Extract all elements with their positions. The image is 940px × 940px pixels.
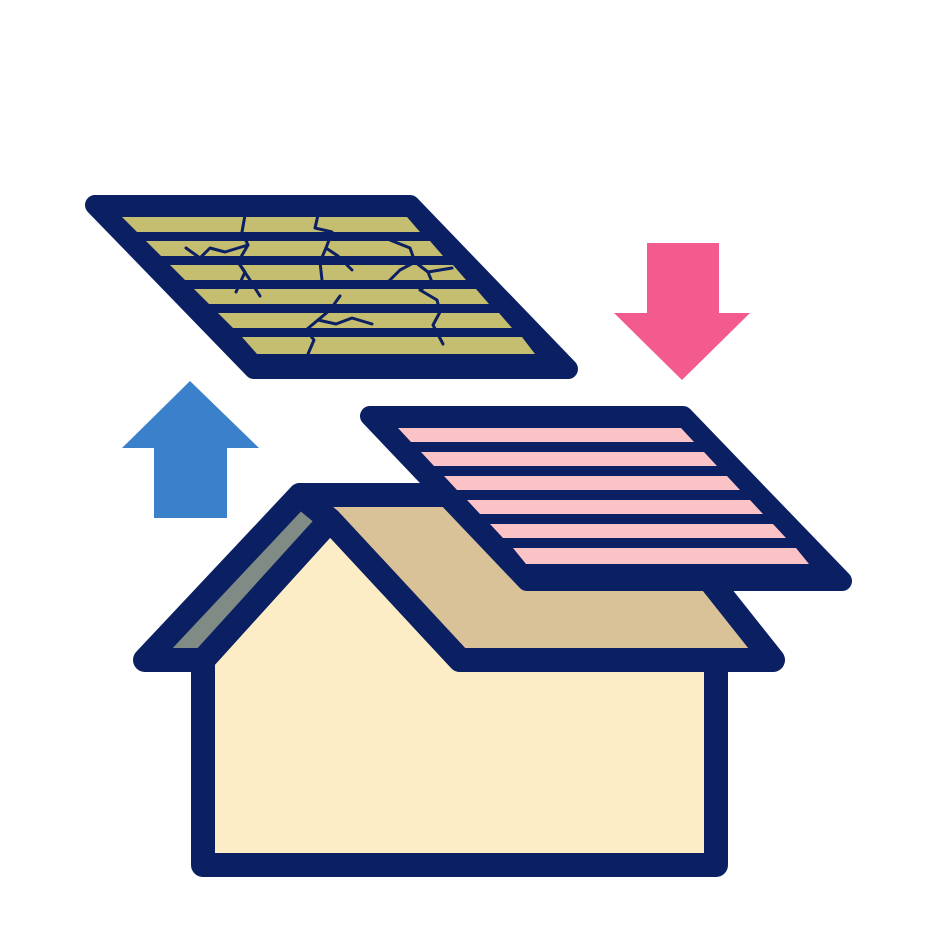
new-panel-stripe — [513, 548, 809, 564]
down-arrow-icon — [614, 243, 750, 380]
up-arrow-icon — [122, 381, 259, 518]
new-panel-stripe — [421, 452, 717, 466]
new-panel-stripe — [467, 500, 763, 514]
cracked-roof-panel-icon — [85, 195, 578, 379]
new-panel-stripe — [444, 476, 740, 490]
panel-cracks — [184, 213, 454, 356]
new-roof-panel-icon — [360, 406, 852, 591]
old-panel-stripe — [122, 217, 420, 232]
old-panel-stripe — [242, 337, 535, 354]
old-panel-stripe — [194, 289, 489, 304]
new-panel-stripe — [490, 524, 786, 538]
new-panel-stripe — [398, 428, 694, 442]
